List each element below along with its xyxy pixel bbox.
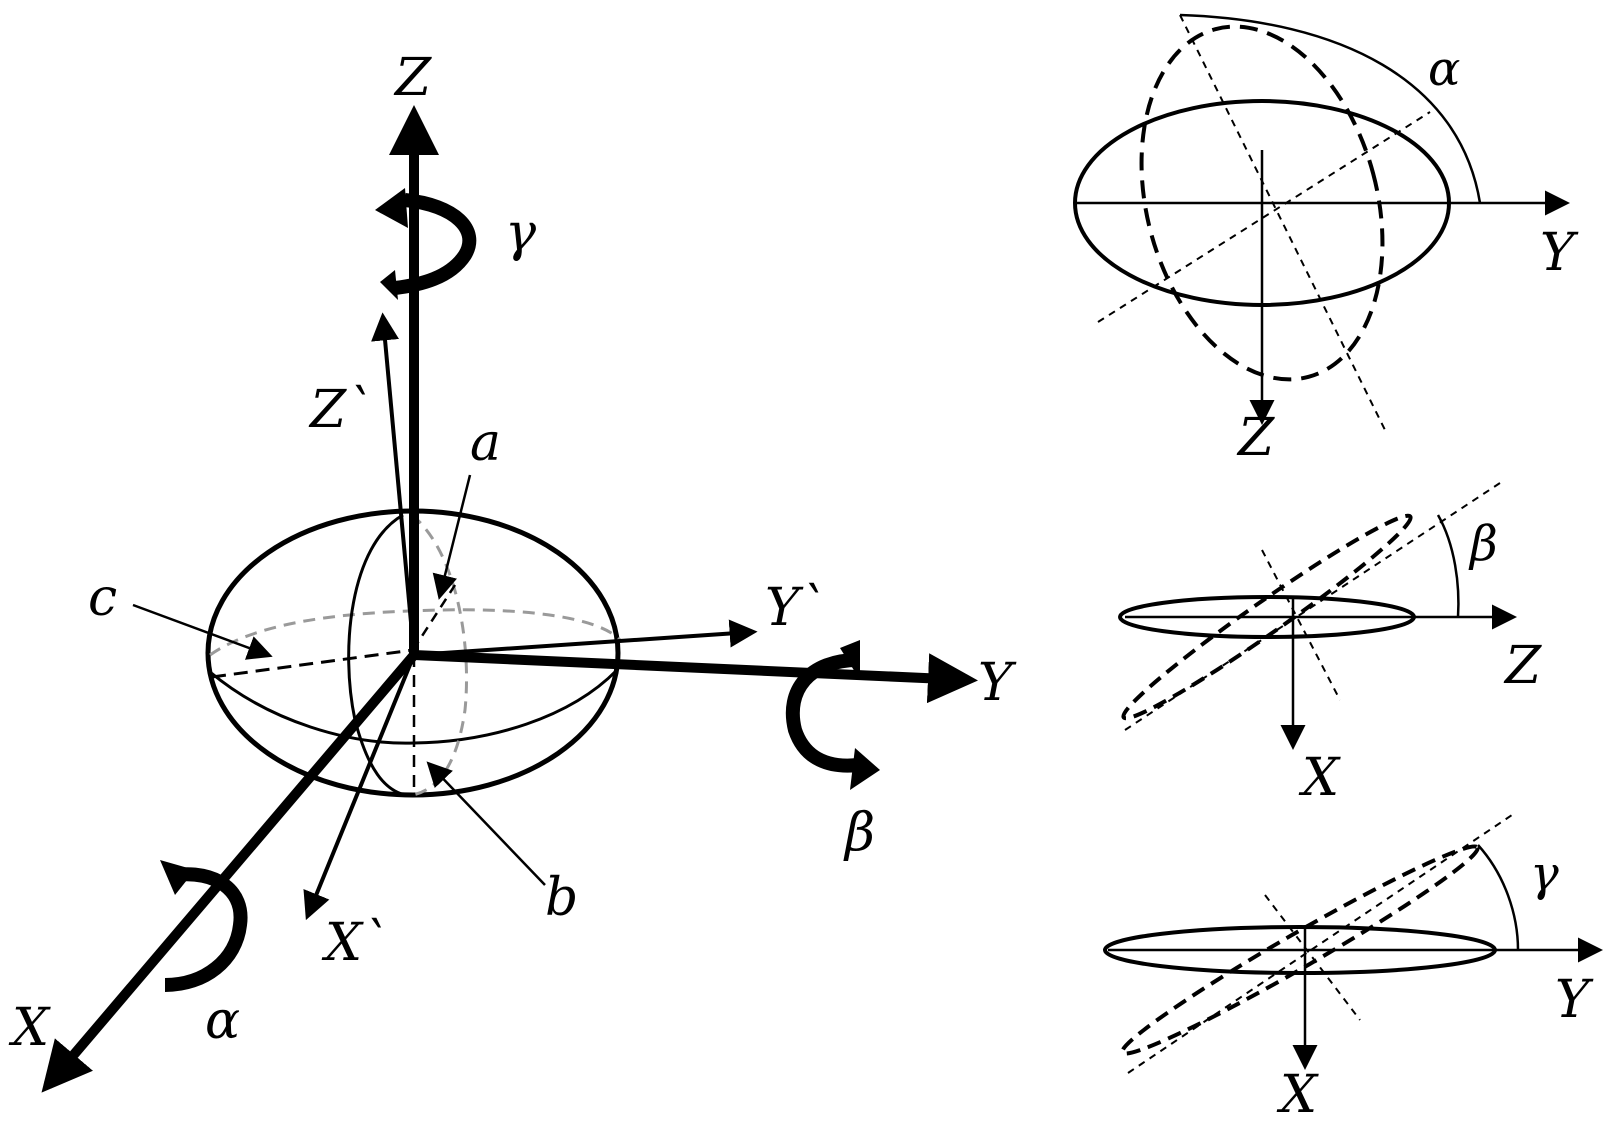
panel-beta-dashed-major [1124, 482, 1501, 731]
panel-beta-label-x: X [1298, 748, 1341, 808]
panel-alpha: α Y Z [1073, 13, 1579, 468]
panel-beta-label-z: Z [1503, 636, 1542, 696]
label-x-prime: X` [321, 913, 388, 973]
panel-gamma-dashed-minor [1264, 894, 1361, 1021]
label-y-prime: Y` [765, 578, 825, 638]
main-figure: Z Z` Y` Y X` X a b c γ β α [8, 48, 1017, 1093]
panel-alpha-label-alpha: α [1428, 41, 1460, 97]
panel-gamma-label-x: X [1276, 1065, 1319, 1125]
ellipsoid-meridian-front [347, 513, 406, 797]
x-axis [41, 651, 418, 1093]
leader-arrow-a [432, 474, 472, 600]
panel-alpha-rotated-ellipse [1139, 24, 1385, 382]
panel-alpha-dashed-major [1179, 14, 1386, 431]
y-prime-axis [413, 619, 758, 657]
rotation-arrow-beta [785, 640, 880, 790]
label-z: Z [393, 48, 432, 108]
ellipsoid-equator-back [209, 608, 622, 657]
label-gamma: γ [505, 203, 537, 263]
panel-beta: β Z X [1118, 482, 1542, 808]
panel-gamma-rotated-ellipse [1120, 844, 1480, 1056]
semi-axis-c-line [211, 648, 414, 679]
rotation-arrow-alpha [160, 860, 248, 992]
panel-beta-angle-arc [1436, 514, 1460, 618]
panel-beta-label-beta: β [1468, 516, 1498, 572]
panel-alpha-angle-arc [1179, 13, 1482, 204]
label-alpha: α [205, 991, 240, 1051]
label-x: X [8, 998, 51, 1058]
label-b: b [545, 868, 578, 928]
panel-alpha-dashed-minor [1097, 111, 1431, 323]
panel-gamma-label-gamma: γ [1530, 846, 1559, 902]
panel-gamma-angle-arc [1477, 844, 1520, 951]
panel-alpha-label-y: Y [1540, 223, 1579, 283]
leader-arrow-b [426, 761, 546, 886]
panel-alpha-label-z: Z [1236, 408, 1275, 468]
semi-axis-a-line [411, 584, 457, 651]
panel-gamma-dashed-major [1127, 814, 1513, 1074]
x-prime-axis [303, 654, 416, 921]
panel-gamma-label-y: Y [1555, 970, 1594, 1030]
label-c: c [88, 568, 117, 628]
panel-beta-rotated-ellipse [1121, 513, 1413, 721]
y-axis [413, 650, 978, 704]
label-y: Y [978, 653, 1017, 713]
label-beta: β [843, 803, 875, 863]
z-prime-axis [371, 312, 416, 656]
panel-beta-dashed-minor [1261, 549, 1341, 701]
rotation-arrow-gamma [375, 188, 477, 300]
label-z-prime: Z` [308, 380, 372, 440]
panel-gamma: γ Y X [1103, 814, 1603, 1125]
label-a: a [470, 413, 501, 473]
leader-arrow-c [132, 603, 273, 660]
